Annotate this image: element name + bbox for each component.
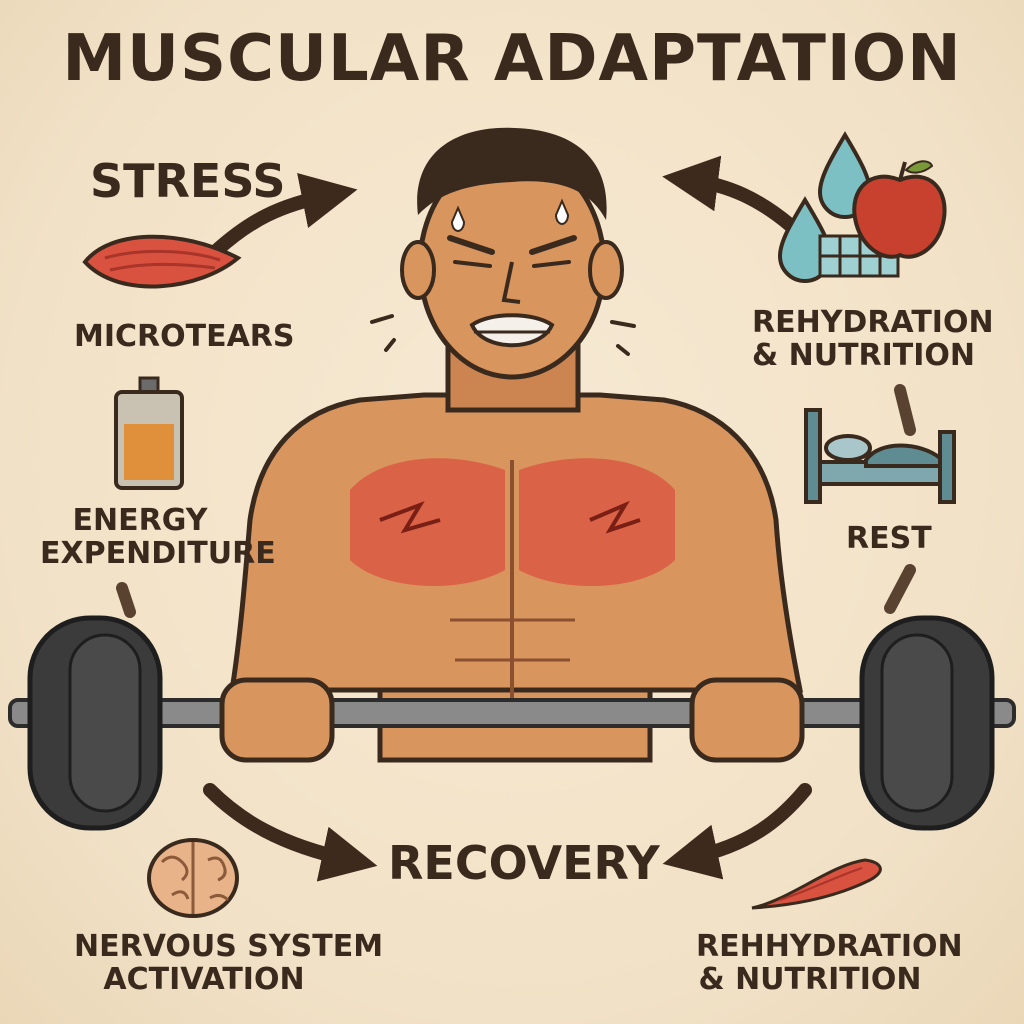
label-line: ACTIVATION [103, 962, 305, 997]
label-stress: STRESS [90, 154, 286, 208]
label-microtears: MICROTEARS [74, 319, 295, 354]
label-energy-expenditure: ENERGY EXPENDITURE [40, 503, 276, 571]
label-recovery: RECOVERY [388, 836, 660, 890]
page-title: MUSCULAR ADAPTATION [62, 22, 962, 96]
label-line: & NUTRITION [752, 338, 976, 373]
apple-icon [852, 160, 947, 259]
hands [219, 677, 805, 763]
label-line: EXPENDITURE [40, 536, 276, 571]
label-line: REHYDRATION [752, 305, 994, 340]
muscle-icon [82, 234, 242, 289]
arrow-rehydration [662, 155, 797, 232]
label-nervous-system: NERVOUS SYSTEM ACTIVATION [74, 929, 384, 997]
battery-icon [114, 376, 184, 490]
label-line: NERVOUS SYSTEM [74, 929, 384, 964]
muscle-fiber-icon [751, 858, 882, 910]
arrow-stress [208, 173, 358, 259]
label-rehydration-top: REHYDRATION & NUTRITION [752, 305, 994, 373]
cycle-arrows [203, 155, 812, 882]
label-line: REHHYDRATION [696, 929, 963, 964]
label-line: & NUTRITION [698, 962, 922, 997]
athlete-figure [229, 127, 804, 763]
brain-icon [147, 838, 239, 918]
bed-icon [804, 408, 956, 504]
arrow-recovery-left [203, 783, 378, 882]
label-line: ENERGY [72, 503, 208, 538]
connector-lines [116, 384, 916, 618]
arrow-recovery-right [662, 783, 812, 880]
label-rest: REST [846, 521, 932, 556]
label-rehydration-bottom: REHHYDRATION & NUTRITION [696, 929, 963, 997]
